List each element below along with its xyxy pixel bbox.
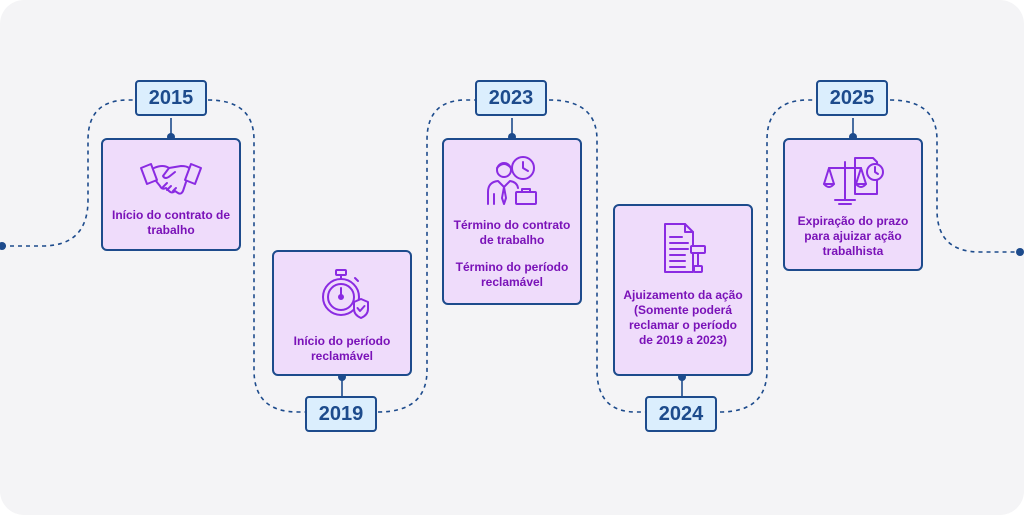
milestone-card-2024: Ajuizamento da ação (Somente poderá recl… [613,204,753,376]
milestone-label-secondary: Término do período reclamável [455,260,569,289]
milestone-label: Término do contrato de trabalho [453,218,571,247]
stopwatch-icon [322,269,369,319]
businessman-clock-icon [487,156,537,205]
timeline-start-dot [0,242,6,250]
handshake-icon [140,163,202,195]
milestone-label: Expiração do prazo para ajuizar ação tra… [797,214,909,258]
milestone-card-2025: Expiração do prazo para ajuizar ação tra… [783,138,923,271]
milestone-card-2015: Início do contrato de trabalho [101,138,241,251]
year-badge-2015: 2015 [135,80,207,116]
milestone-card-2019: Início do período reclamável [272,250,412,376]
year-badge-2023: 2023 [475,80,547,116]
year-badge-2019: 2019 [305,396,377,432]
milestone-card-2023: Término do contrato de trabalho Término … [442,138,582,305]
year-badge-2024: 2024 [645,396,717,432]
timeline-end-dot [1016,248,1024,256]
milestone-label: Ajuizamento da ação (Somente poderá recl… [623,288,743,347]
year-badge-2025: 2025 [816,80,888,116]
milestone-label: Início do contrato de trabalho [111,208,230,237]
milestone-label: Início do período reclamável [293,334,391,363]
document-gavel-icon [664,223,706,273]
scales-clock-icon [823,157,884,205]
